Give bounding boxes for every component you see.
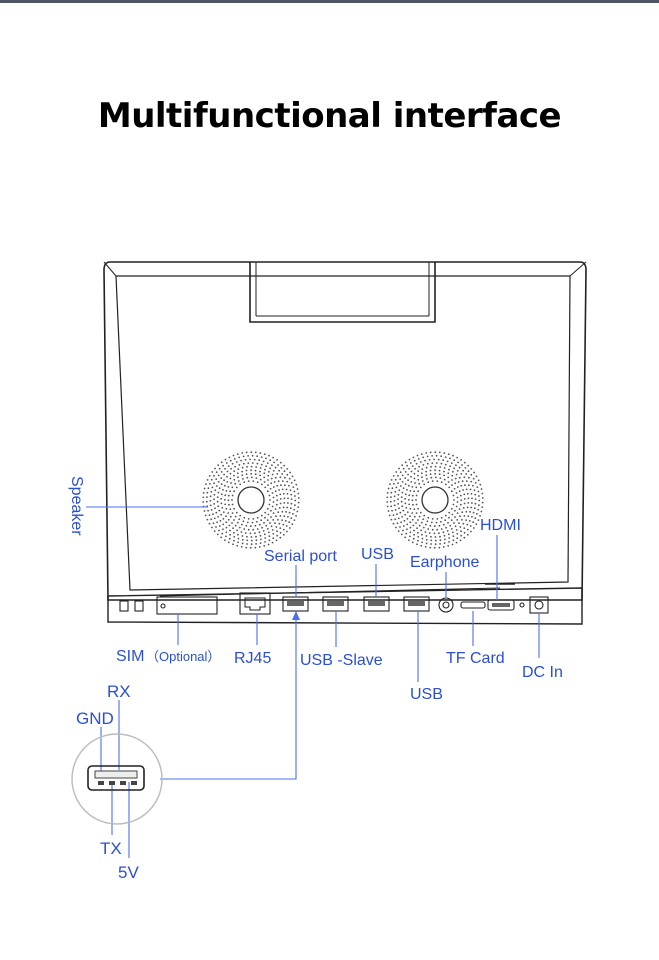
speaker-left	[202, 451, 300, 549]
label-usb-slave: USB -Slave	[300, 652, 383, 669]
pin-5v: 5V	[118, 863, 139, 882]
small-slot-1	[119, 600, 129, 612]
earphone-jack	[438, 597, 454, 613]
hdmi-port	[487, 599, 515, 611]
top-rule	[0, 0, 659, 3]
rj45-port	[239, 592, 271, 615]
label-rj45: RJ45	[234, 650, 271, 667]
usb-port-2	[403, 596, 430, 612]
speaker-right	[386, 451, 484, 549]
label-dc-in: DC In	[522, 664, 563, 681]
label-tf-card: TF Card	[446, 650, 505, 667]
small-slot-2	[134, 600, 144, 612]
page-title: Multifunctional interface	[97, 96, 562, 136]
label-speaker: Speaker	[68, 476, 85, 536]
label-usb-top: USB	[361, 546, 394, 563]
label-serial-port: Serial port	[264, 548, 337, 565]
label-sim-optional: （Optional）	[146, 649, 220, 664]
pin-gnd: GND	[76, 709, 114, 728]
pin-rx: RX	[107, 682, 131, 701]
sim-slot-hole	[160, 603, 166, 609]
sim-slot	[156, 596, 218, 615]
tf-card-slot	[460, 601, 486, 609]
indicator-led	[519, 602, 525, 608]
device-outline	[103, 261, 587, 625]
leader-lines	[86, 506, 540, 858]
label-usb-bottom: USB	[410, 686, 443, 703]
label-sim: SIM	[116, 648, 144, 665]
label-earphone: Earphone	[410, 554, 479, 571]
serial-pinout-detail	[71, 733, 163, 825]
label-hdmi: HDMI	[480, 517, 521, 534]
pin-tx: TX	[100, 839, 122, 858]
